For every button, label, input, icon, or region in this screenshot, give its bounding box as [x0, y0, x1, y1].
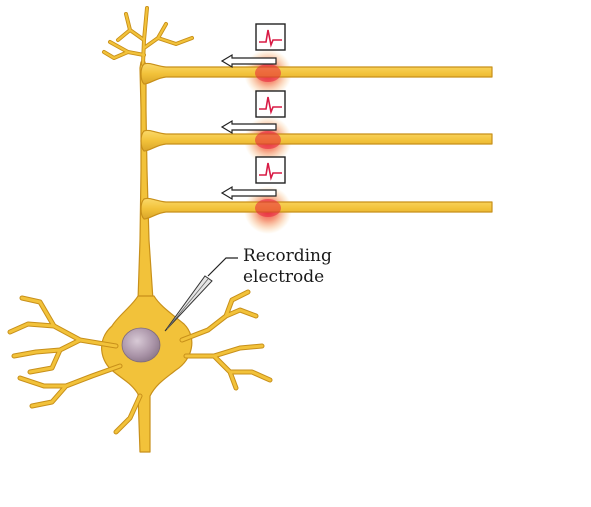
signal-indicator-2	[220, 90, 286, 135]
input-axons	[140, 62, 493, 220]
electrode-leader-line	[207, 257, 238, 277]
nucleus	[121, 327, 161, 363]
electrode-label-line1: Recording	[243, 246, 332, 266]
apical-dendrite	[137, 61, 154, 301]
basal-dendrites	[7, 289, 273, 435]
signal-indicator-3	[220, 156, 286, 201]
neuron	[7, 6, 273, 453]
axon-1	[140, 62, 493, 85]
signal-indicators	[220, 23, 286, 201]
hotspot-overlays	[255, 64, 281, 217]
signal-indicator-1	[220, 23, 286, 69]
soma	[101, 295, 193, 453]
left-arrow-icon	[220, 185, 277, 201]
left-arrow-icon	[220, 53, 277, 69]
left-arrow-icon	[220, 119, 277, 135]
electrode-label-line2: electrode	[243, 267, 325, 287]
axon-2	[140, 129, 493, 152]
recording-electrode-icon	[164, 257, 238, 332]
axon-3	[140, 197, 493, 220]
